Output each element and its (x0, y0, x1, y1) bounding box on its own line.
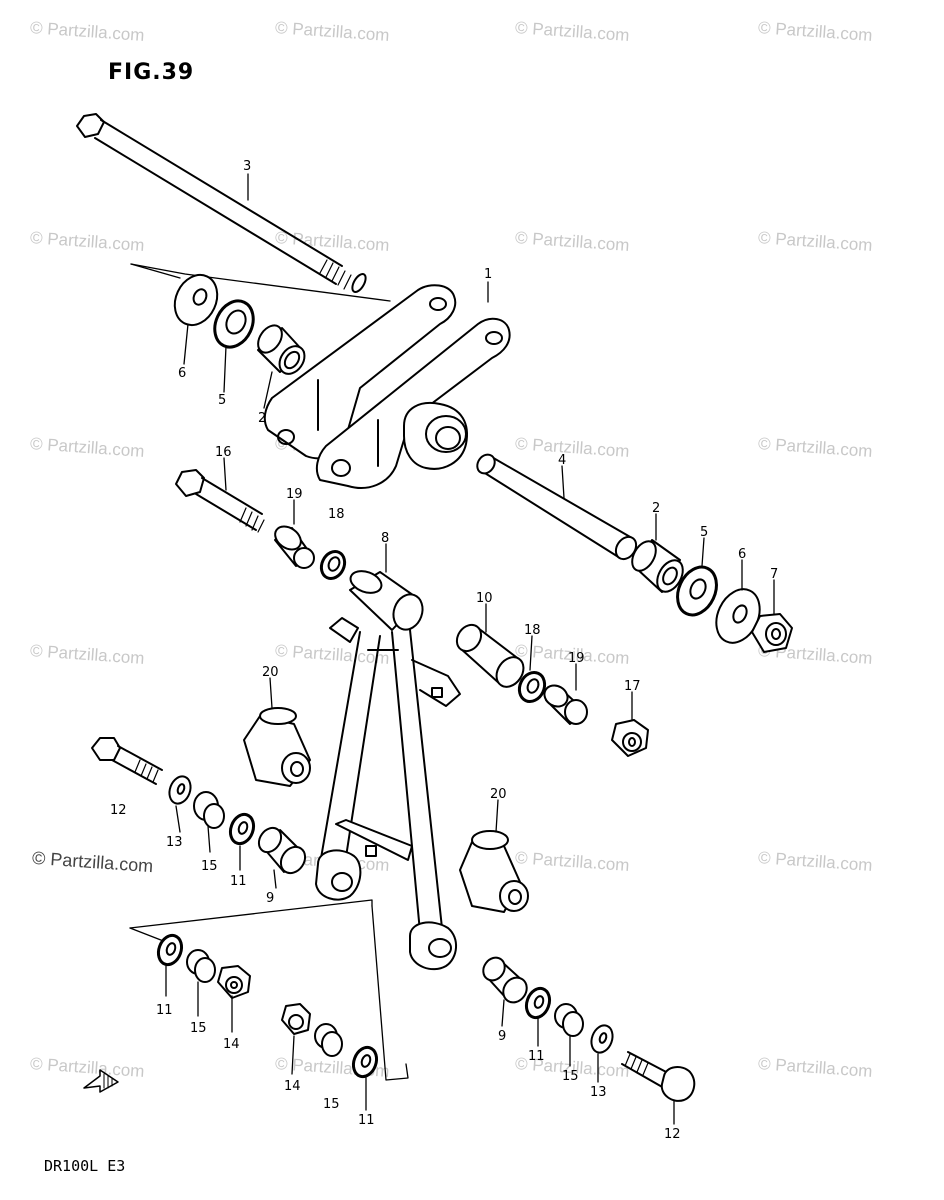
part-11-seal-lower (156, 933, 184, 967)
callout-part-number: 13 (166, 835, 183, 850)
callout-part-number: 2 (258, 411, 266, 426)
part-3-bolt (76, 113, 367, 294)
part-11-seal-middle (351, 1045, 379, 1079)
part-11-seal-right (524, 986, 552, 1020)
part-14-nut (217, 965, 251, 999)
part-19-collar-right (543, 684, 588, 725)
part-17-nut (611, 719, 649, 757)
figure-title: FIG.39 (108, 60, 195, 85)
callout-part-number: 13 (590, 1085, 607, 1100)
part-15-collar-middle (314, 1023, 343, 1057)
part-10-spacer (455, 623, 525, 688)
part-12-bolt-right (621, 1051, 696, 1102)
part-6-washer (173, 273, 219, 327)
callout-part-number: 3 (243, 159, 251, 174)
model-code: DR100L E3 (44, 1157, 126, 1175)
part-13-washer-right (590, 1024, 614, 1054)
callout-part-number: 12 (664, 1127, 681, 1142)
callout-part-number: 14 (223, 1037, 240, 1052)
callout-part-number: 19 (286, 487, 303, 502)
part-11-seal (228, 812, 256, 846)
callout-part-number: 5 (218, 393, 226, 408)
callout-part-number: 16 (215, 445, 232, 460)
callout-part-number: 20 (262, 665, 279, 680)
callout-leaders (165, 173, 775, 1125)
callout-part-number: 18 (524, 623, 541, 638)
callout-part-number: 1 (484, 267, 492, 282)
callout-part-number: 15 (562, 1069, 579, 1084)
callout-part-number: 8 (381, 531, 389, 546)
part-4-spacer (476, 453, 638, 561)
callout-part-number: 12 (110, 803, 127, 818)
part-20-bushing-lower (459, 830, 529, 913)
callout-part-number: 20 (490, 787, 507, 802)
part-18-seal-right (517, 670, 547, 704)
part-13-washer (168, 775, 192, 805)
callout-part-number: 6 (178, 366, 186, 381)
part-9-spacer (257, 826, 307, 875)
callout-part-number: 9 (266, 891, 274, 906)
part-16-bolt (175, 469, 265, 533)
callout-part-number: 5 (700, 525, 708, 540)
part-20-bushing (243, 707, 311, 787)
part-18-seal (319, 549, 347, 581)
part-2-bearing (257, 324, 306, 375)
callout-part-number: 18 (328, 507, 345, 522)
callout-part-number: 19 (568, 651, 585, 666)
part-9-spacer-right (482, 956, 528, 1004)
part-7-nut (751, 613, 793, 653)
callout-part-number: 2 (652, 501, 660, 516)
part-15-collar (193, 791, 225, 829)
part-2-bearing-right (631, 539, 684, 593)
callout-part-number: 11 (156, 1003, 173, 1018)
callout-part-number: 6 (738, 547, 746, 562)
callout-part-number: 9 (498, 1029, 506, 1044)
part-14-nut-middle (281, 1003, 311, 1035)
callout-part-number: 14 (284, 1079, 301, 1094)
callout-part-number: 7 (770, 567, 778, 582)
front-arrow-icon (83, 1069, 119, 1093)
callout-part-number: 15 (323, 1097, 340, 1112)
part-8-lever (315, 570, 461, 971)
callout-part-number: 17 (624, 679, 641, 694)
part-5-seal (213, 299, 255, 349)
callout-part-number: 10 (476, 591, 493, 606)
part-12-bolt (91, 737, 163, 785)
part-15-collar-lower (186, 949, 216, 983)
part-15-collar-right (554, 1003, 584, 1037)
callout-part-number: 15 (190, 1021, 207, 1036)
callout-part-number: 11 (230, 874, 247, 889)
part-19-collar (274, 525, 315, 569)
callout-part-number: 11 (528, 1049, 545, 1064)
callout-part-number: 4 (558, 453, 566, 468)
guide-line (130, 263, 391, 302)
callout-part-number: 11 (358, 1113, 375, 1128)
part-5-seal-right (676, 565, 718, 617)
callout-labels: 1 2 3 4 2 5 6 5 6 7 8 10 18 19 17 16 19 … (110, 159, 778, 1142)
guide-line (129, 899, 409, 1081)
part-1-bracket (263, 284, 511, 489)
callout-part-number: 15 (201, 859, 218, 874)
